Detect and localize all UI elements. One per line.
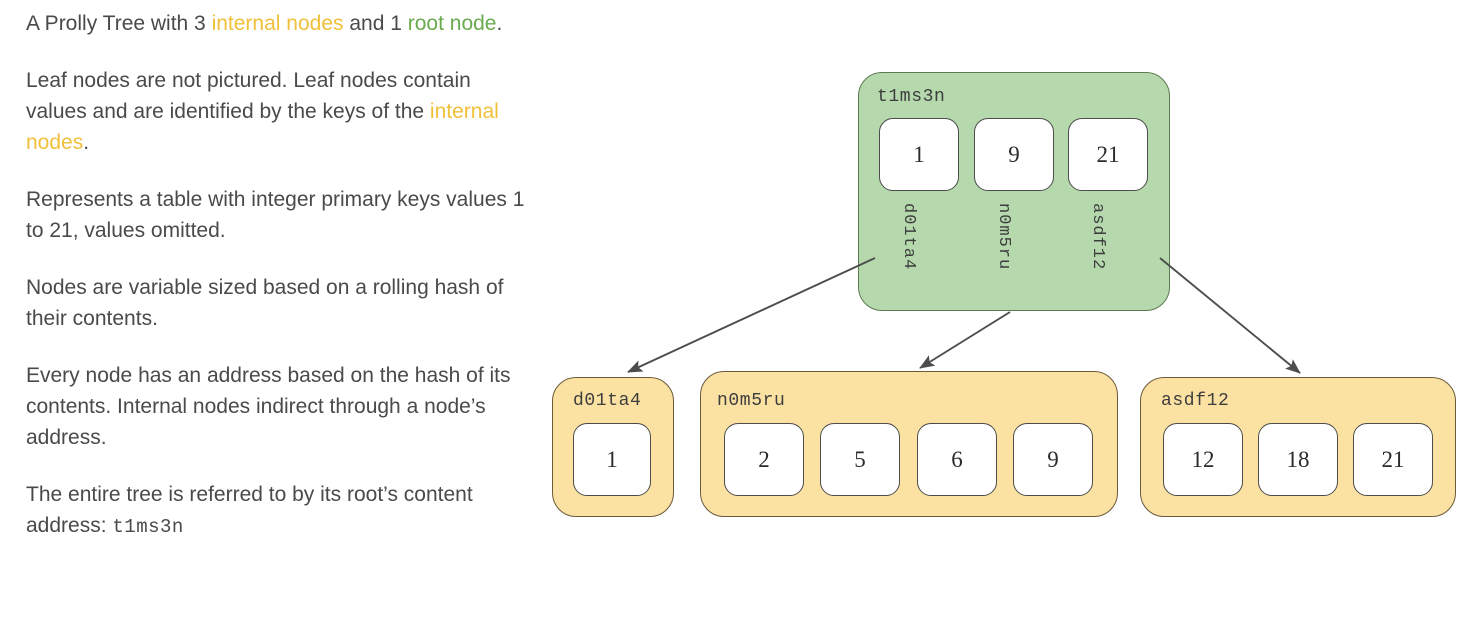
- edge-root-to-d01ta4: [627, 257, 876, 373]
- internal-node-0-cell-0[interactable]: 1: [573, 423, 651, 496]
- paragraph-1: A Prolly Tree with 3 internal nodes and …: [26, 8, 526, 39]
- edge-root-to-n0m5ru: [919, 311, 1011, 369]
- paragraph-1-internal-nodes-highlight: internal nodes: [211, 12, 344, 35]
- root-content-address-mono: t1ms3n: [112, 516, 184, 538]
- paragraph-1-root-node-highlight: root node: [407, 12, 497, 35]
- internal-node-1-address-label: n0m5ru: [717, 391, 786, 411]
- internal-node-1-cell-0[interactable]: 2: [724, 423, 804, 496]
- paragraph-1-segment-0: A Prolly Tree with 3: [26, 12, 212, 35]
- paragraph-2: Leaf nodes are not pictured. Leaf nodes …: [26, 65, 526, 158]
- edge-root-to-asdf12: [1159, 257, 1301, 374]
- root-cell-pointer-2: asdf12: [1088, 203, 1107, 271]
- paragraph-1-segment-4: .: [496, 12, 503, 35]
- paragraph-5: Every node has an address based on the h…: [26, 360, 526, 453]
- root-cell-pointer-1: n0m5ru: [994, 203, 1013, 271]
- paragraph-5-segment-0: Every node has an address based on the h…: [26, 364, 511, 449]
- internal-node-d01ta4[interactable]: d01ta4 1: [552, 377, 674, 517]
- root-node-address-label: t1ms3n: [877, 87, 946, 107]
- paragraph-4-segment-0: Nodes are variable sized based on a roll…: [26, 276, 504, 330]
- internal-node-1-cell-3[interactable]: 9: [1013, 423, 1093, 496]
- paragraph-3: Represents a table with integer primary …: [26, 184, 526, 246]
- root-cell-key-1[interactable]: 9: [974, 118, 1054, 191]
- internal-node-2-address-label: asdf12: [1161, 391, 1230, 411]
- root-cell-key-2[interactable]: 21: [1068, 118, 1148, 191]
- internal-node-2-cell-2[interactable]: 21: [1353, 423, 1433, 496]
- root-node-t1ms3n[interactable]: t1ms3n 1 9 21 d01ta4 n0m5ru asdf12: [858, 72, 1170, 311]
- internal-node-2-cell-0[interactable]: 12: [1163, 423, 1243, 496]
- internal-node-asdf12[interactable]: asdf12 12 18 21: [1140, 377, 1456, 517]
- internal-node-0-address-label: d01ta4: [573, 391, 642, 411]
- internal-node-n0m5ru[interactable]: n0m5ru 2 5 6 9: [700, 371, 1118, 517]
- paragraph-6-segment-0: The entire tree is referred to by its ro…: [26, 483, 473, 537]
- paragraph-4: Nodes are variable sized based on a roll…: [26, 272, 526, 334]
- paragraph-2-segment-2: .: [83, 131, 90, 154]
- internal-node-1-cell-2[interactable]: 6: [917, 423, 997, 496]
- internal-node-1-cell-1[interactable]: 5: [820, 423, 900, 496]
- description-text-column: A Prolly Tree with 3 internal nodes and …: [26, 8, 526, 543]
- paragraph-2-segment-0: Leaf nodes are not pictured. Leaf nodes …: [26, 69, 471, 123]
- paragraph-3-segment-0: Represents a table with integer primary …: [26, 188, 525, 242]
- root-cell-key-0[interactable]: 1: [879, 118, 959, 191]
- root-cell-pointer-0: d01ta4: [899, 203, 918, 271]
- internal-node-2-cell-1[interactable]: 18: [1258, 423, 1338, 496]
- paragraph-6: The entire tree is referred to by its ro…: [26, 479, 526, 543]
- paragraph-1-segment-2: and 1: [343, 12, 408, 35]
- paragraph-2-internal-nodes-highlight: internal nodes: [26, 100, 499, 154]
